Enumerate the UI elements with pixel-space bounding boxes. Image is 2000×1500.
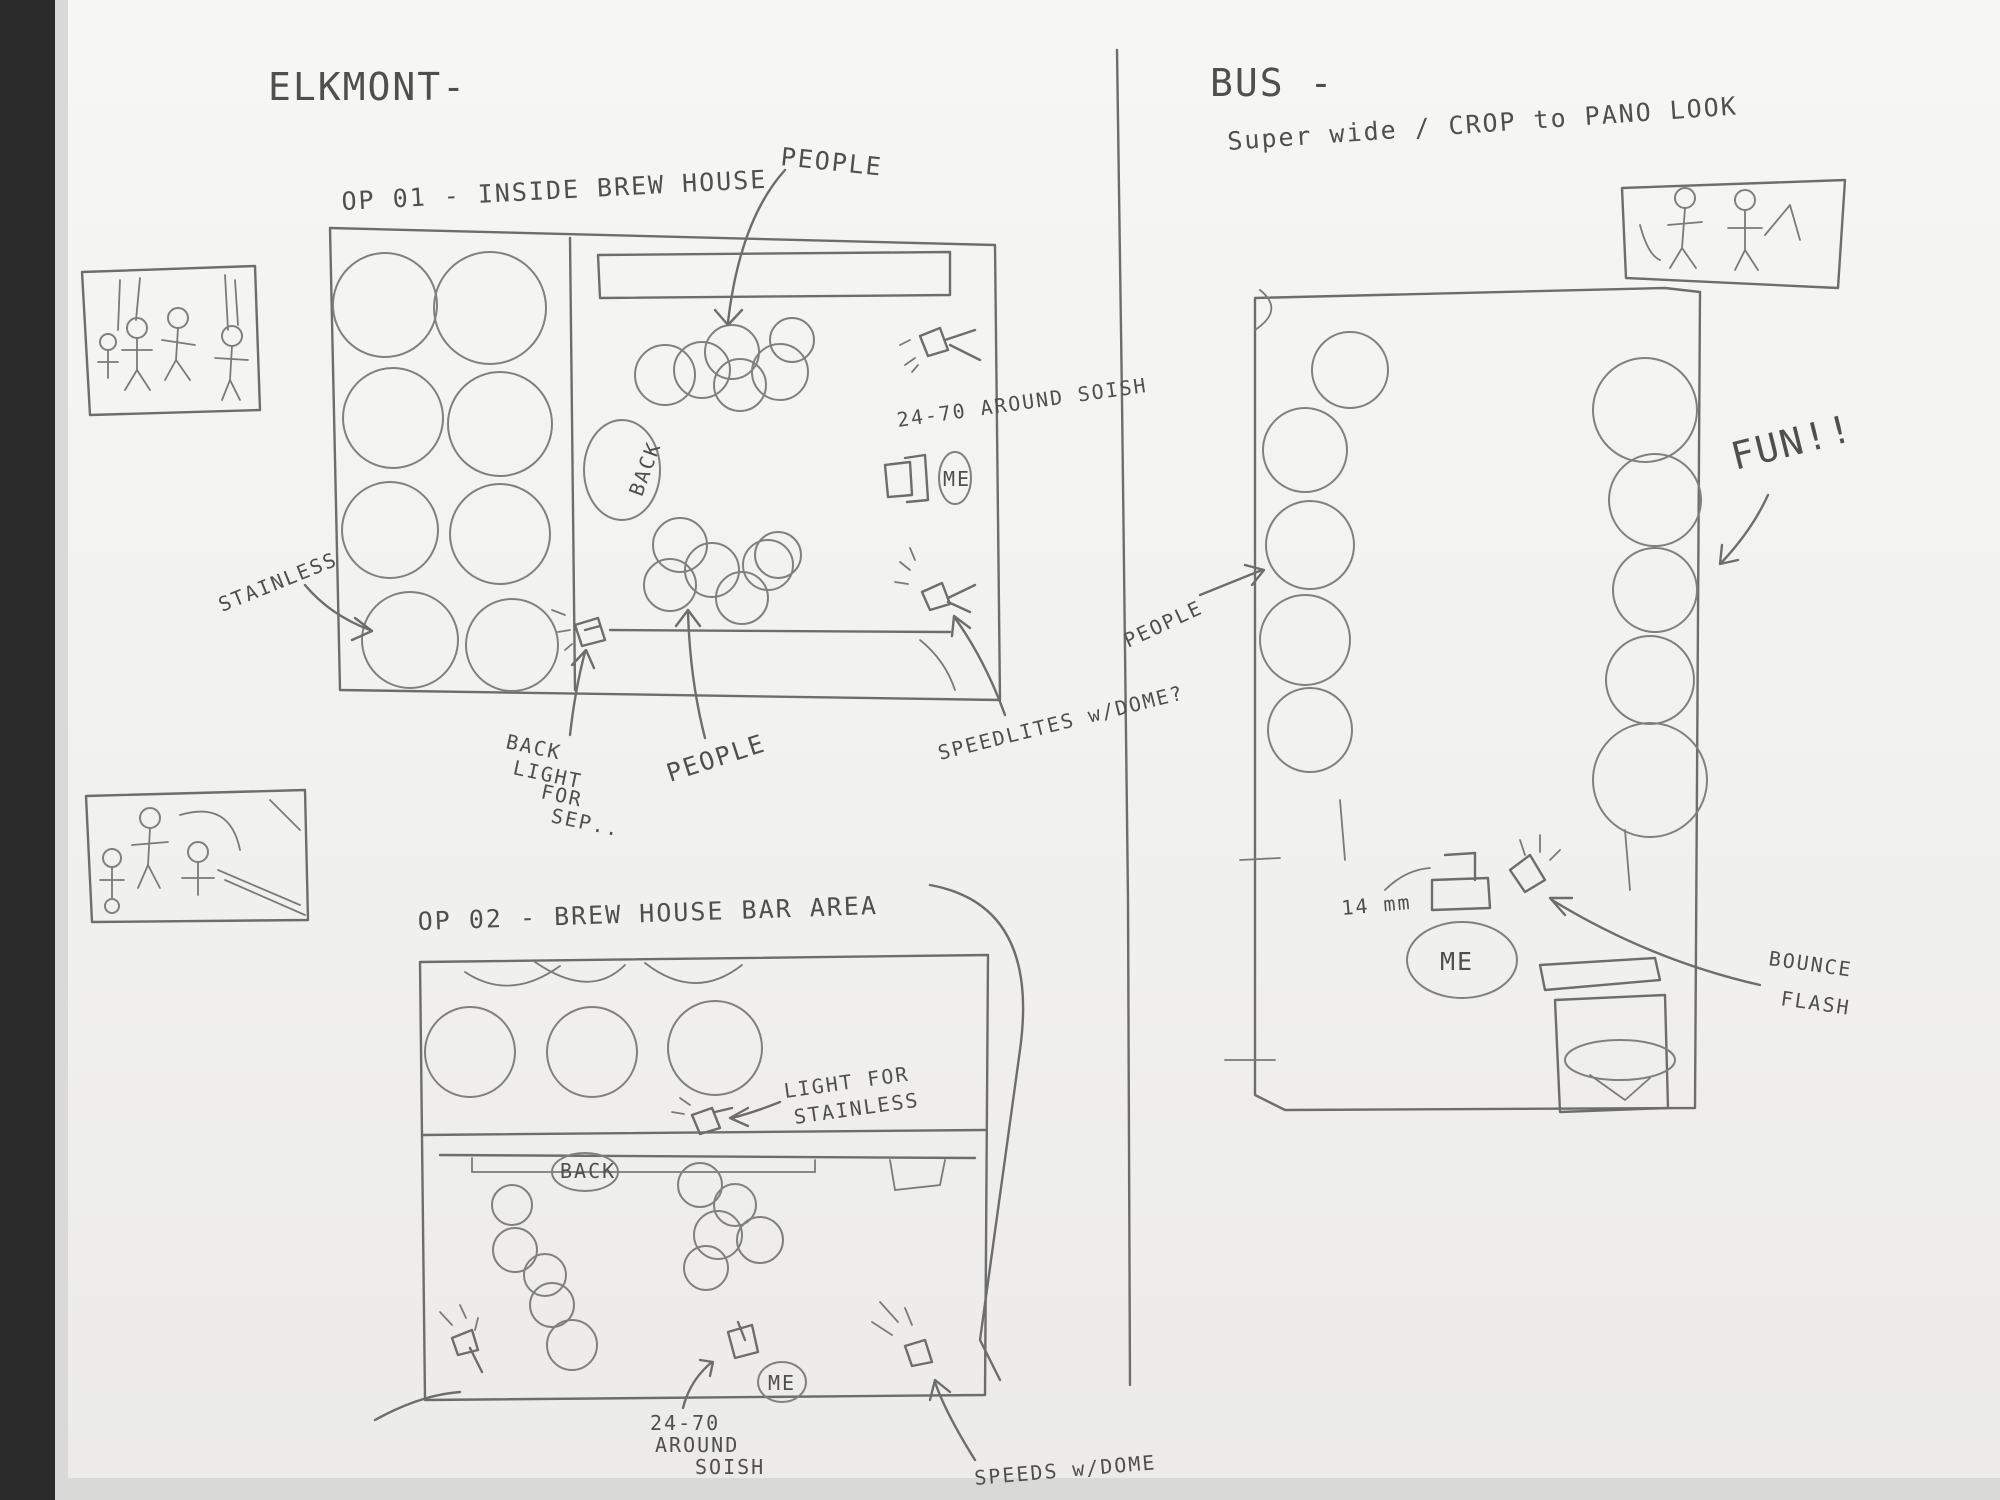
bus-people-label: PEOPLE <box>1120 595 1206 652</box>
op02-back-label: BACK <box>560 1159 616 1183</box>
op01-people-bottom-label: PEOPLE <box>663 729 769 788</box>
op02-light-label: LIGHT FOR STAINLESS <box>782 1062 920 1129</box>
arrow-bounce <box>1548 896 1762 987</box>
arrow-backlight <box>568 648 596 737</box>
op01-lens-label: 24-70 AROUND SOISH <box>895 373 1149 432</box>
page-divider <box>1115 48 1132 1387</box>
op01-plan: BACK ME <box>328 226 1002 702</box>
svg-text:SOISH: SOISH <box>695 1455 765 1479</box>
bus-plan: ME <box>1224 286 1708 1114</box>
svg-text:SEP..: SEP.. <box>549 803 623 841</box>
op01-title: OP 01 - INSIDE BREW HOUSE <box>341 165 768 216</box>
paper-sheet <box>68 0 2000 1478</box>
op01-speedlites-label: SPEEDLITES w/DOME? <box>935 680 1186 764</box>
arrow-stainless <box>303 583 374 642</box>
people-upper <box>634 317 815 412</box>
thumbnail-op01 <box>80 264 262 417</box>
op01-stainless-label: STAINLESS <box>215 547 341 617</box>
arrow-people-top <box>713 168 787 327</box>
op02-plan: BACK ME <box>418 953 990 1403</box>
svg-text:FLASH: FLASH <box>1779 986 1852 1020</box>
op02-me-label: ME <box>768 1371 796 1395</box>
stainless-tanks <box>332 251 559 692</box>
op01-me-label: ME <box>943 467 971 491</box>
arrow-op02-lens <box>681 1358 715 1410</box>
arrow-bus-people <box>1198 563 1266 597</box>
op02-bottom-stroke <box>373 1390 462 1422</box>
arrow-fun <box>1718 493 1770 566</box>
left-heading: ELKMONT- <box>268 65 467 109</box>
op02-speeds-label: SPEEDS w/DOME <box>973 1450 1157 1490</box>
op02-lens-label: 24-70 AROUND SOISH <box>650 1411 765 1479</box>
bus-bounce-label: BOUNCE FLASH <box>1767 946 1854 1020</box>
svg-text:24-70: 24-70 <box>650 1411 720 1435</box>
right-heading: BUS - <box>1210 61 1334 105</box>
arrow-people-bottom <box>674 608 707 740</box>
op01-backlight-label: BACK LIGHT FOR SEP.. <box>504 729 623 841</box>
svg-text:AROUND: AROUND <box>655 1433 739 1457</box>
bus-fun-label: FUN!! <box>1727 406 1858 479</box>
svg-text:BOUNCE: BOUNCE <box>1767 946 1854 981</box>
bus-me-label: ME <box>1440 947 1474 976</box>
arrow-speedlites <box>950 614 1007 717</box>
op02-bracket <box>928 883 1025 1382</box>
op01-people-top-label: PEOPLE <box>779 142 884 182</box>
op02-title: OP 02 - BREW HOUSE BAR AREA <box>417 891 878 936</box>
thumbnail-op02 <box>84 788 310 924</box>
bus-lens-label: 14 mm <box>1340 890 1412 920</box>
arrow-op02-speeds <box>928 1378 977 1462</box>
people-lower <box>643 517 802 625</box>
arrow-light-for-stainless <box>728 1100 782 1128</box>
thumbnail-bus <box>1620 178 1847 290</box>
